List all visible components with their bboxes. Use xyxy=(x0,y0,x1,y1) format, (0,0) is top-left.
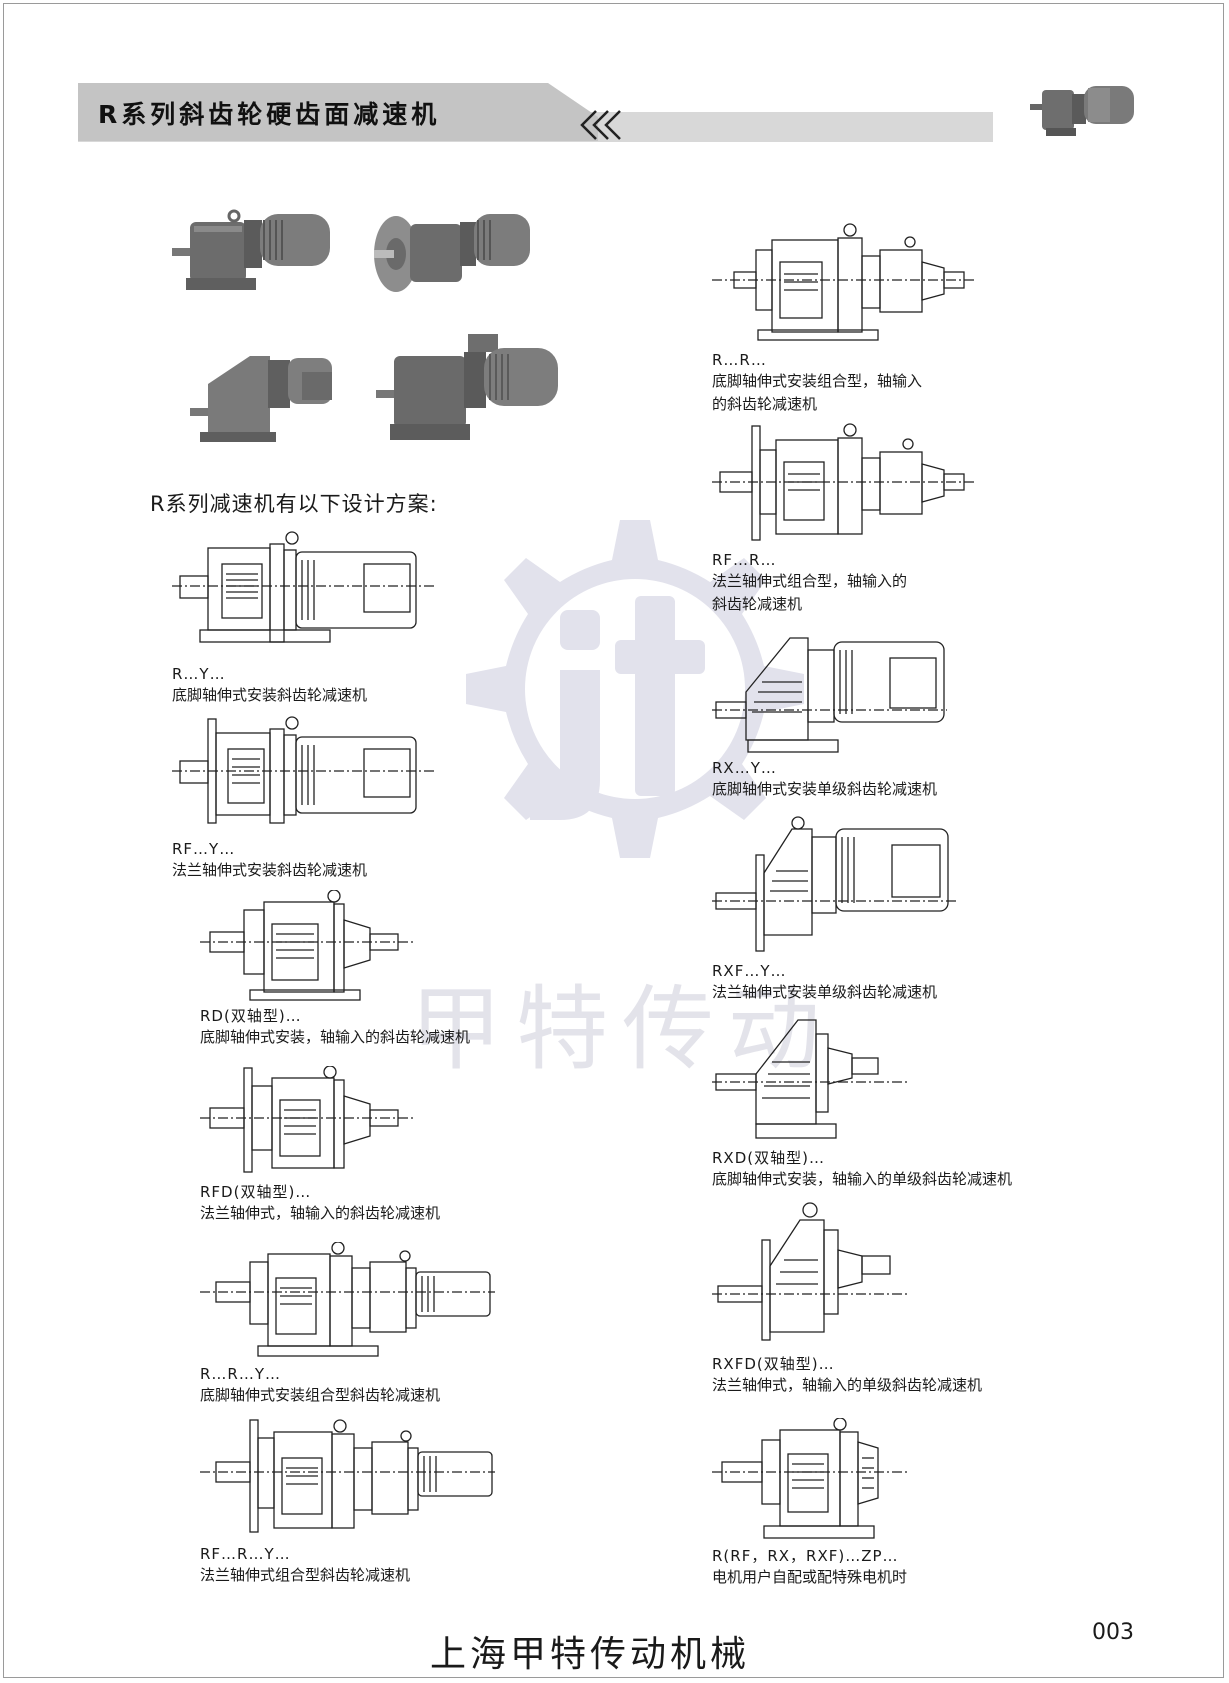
header-banner-tab xyxy=(78,83,598,141)
design-options-heading: R系列减速机有以下设计方案: xyxy=(150,492,438,516)
model-description: 法兰轴伸式安装单级斜齿轮减速机 xyxy=(712,983,938,1001)
drawing-rfd xyxy=(200,1066,415,1173)
drawing-r-zp xyxy=(712,1418,907,1539)
model-code: R(RF，RX，RXF)…ZP… xyxy=(712,1547,899,1565)
model-code: RFD(双轴型)… xyxy=(200,1183,312,1201)
drawing-rx-y xyxy=(712,637,947,753)
product-photo-single-stage xyxy=(190,356,332,442)
product-photo-combined-type xyxy=(376,334,558,440)
drawing-rxd xyxy=(712,1019,907,1139)
model-code: R…R…Y… xyxy=(200,1365,282,1383)
page-title: R系列斜齿轮硬齿面减速机 xyxy=(98,100,441,129)
model-code: RXF…Y… xyxy=(712,962,787,980)
model-description: 底脚轴伸式安装组合型，轴输入 的斜齿轮减速机 xyxy=(712,372,923,413)
model-item-rx-y: RX…Y… 底脚轴伸式安装单级斜齿轮减速机 xyxy=(712,632,952,801)
model-description: 法兰轴伸式，轴输入的斜齿轮减速机 xyxy=(200,1204,441,1222)
model-description: 底脚轴伸式安装单级斜齿轮减速机 xyxy=(712,780,938,798)
model-item-rf-y: RF…Y… 法兰轴伸式安装斜齿轮减速机 xyxy=(172,715,442,882)
model-description: 法兰轴伸式，轴输入的单级斜齿轮减速机 xyxy=(712,1376,983,1394)
model-item-r-zp: R(RF，RX，RXF)…ZP… 电机用户自配或配特殊电机时 xyxy=(712,1418,912,1589)
model-description: 底脚轴伸式安装，轴输入的单级斜齿轮减速机 xyxy=(712,1170,1013,1188)
gear-motor-thumbnail-icon xyxy=(1030,86,1134,136)
model-item-rxf-y: RXF…Y… 法兰轴伸式安装单级斜齿轮减速机 xyxy=(712,815,962,1004)
product-photo-foot-mounted xyxy=(172,209,330,290)
drawing-rd xyxy=(200,890,415,1001)
model-code: RF…R…Y… xyxy=(200,1545,291,1563)
model-item-rf-r: RF…R… 法兰轴伸式组合型，轴输入的 斜齿轮减速机 xyxy=(712,422,982,616)
chevron-triple-icon xyxy=(580,110,621,140)
model-description: 底脚轴伸式安装组合型斜齿轮减速机 xyxy=(200,1386,441,1404)
model-item-rd: RD(双轴型)… 底脚轴伸式安装，轴输入的斜齿轮减速机 xyxy=(200,890,470,1049)
model-code: RXFD(双轴型)… xyxy=(712,1355,835,1373)
drawing-r-y xyxy=(172,531,437,643)
model-description: 法兰轴伸式安装斜齿轮减速机 xyxy=(172,861,368,879)
model-description: 底脚轴伸式安装斜齿轮减速机 xyxy=(172,686,368,704)
jt-gear-logo-watermark xyxy=(466,520,804,858)
product-photo-flange-mounted xyxy=(374,214,530,292)
model-code: RX…Y… xyxy=(712,759,777,777)
drawing-rf-r-y xyxy=(200,1419,495,1533)
model-code: RF…R… xyxy=(712,551,777,569)
model-description: 法兰轴伸式组合型斜齿轮减速机 xyxy=(200,1566,411,1584)
model-code: RF…Y… xyxy=(172,840,236,858)
model-item-rxfd: RXFD(双轴型)… 法兰轴伸式，轴输入的单级斜齿轮减速机 xyxy=(712,1200,982,1397)
model-item-r-r-y: R…R…Y… 底脚轴伸式安装组合型斜齿轮减速机 xyxy=(200,1242,500,1407)
model-item-rxd: RXD(双轴型)… 底脚轴伸式安装，轴输入的单级斜齿轮减速机 xyxy=(712,1012,1012,1191)
model-item-rf-r-y: RF…R…Y… 法兰轴伸式组合型斜齿轮减速机 xyxy=(200,1418,500,1587)
drawing-rf-y xyxy=(172,716,437,824)
model-description: 电机用户自配或配特殊电机时 xyxy=(712,1568,908,1586)
company-name: 上海甲特传动机械 xyxy=(429,1634,750,1675)
model-code: R…R… xyxy=(712,351,767,369)
page-number: 003 xyxy=(1092,1620,1134,1645)
drawing-r-r-y xyxy=(200,1242,495,1357)
drawing-rxfd xyxy=(712,1202,907,1341)
model-code: RD(双轴型)… xyxy=(200,1007,302,1025)
model-item-r-r: R…R… 底脚轴伸式安装组合型，轴输入 的斜齿轮减速机 xyxy=(712,222,982,416)
model-description: 法兰轴伸式组合型，轴输入的 斜齿轮减速机 xyxy=(712,572,908,613)
model-code: RXD(双轴型)… xyxy=(712,1149,825,1167)
model-item-rfd: RFD(双轴型)… 法兰轴伸式，轴输入的斜齿轮减速机 xyxy=(200,1066,440,1225)
page-frame xyxy=(3,3,1224,1678)
drawing-rf-r xyxy=(712,423,977,541)
model-code: R…Y… xyxy=(172,665,226,683)
drawing-r-r xyxy=(712,223,977,341)
drawing-rxf-y xyxy=(712,816,957,952)
watermark-text: 甲特传动 xyxy=(410,976,835,1083)
model-item-r-y: R…Y… 底脚轴伸式安装斜齿轮减速机 xyxy=(172,530,442,707)
model-description: 底脚轴伸式安装，轴输入的斜齿轮减速机 xyxy=(200,1028,471,1046)
